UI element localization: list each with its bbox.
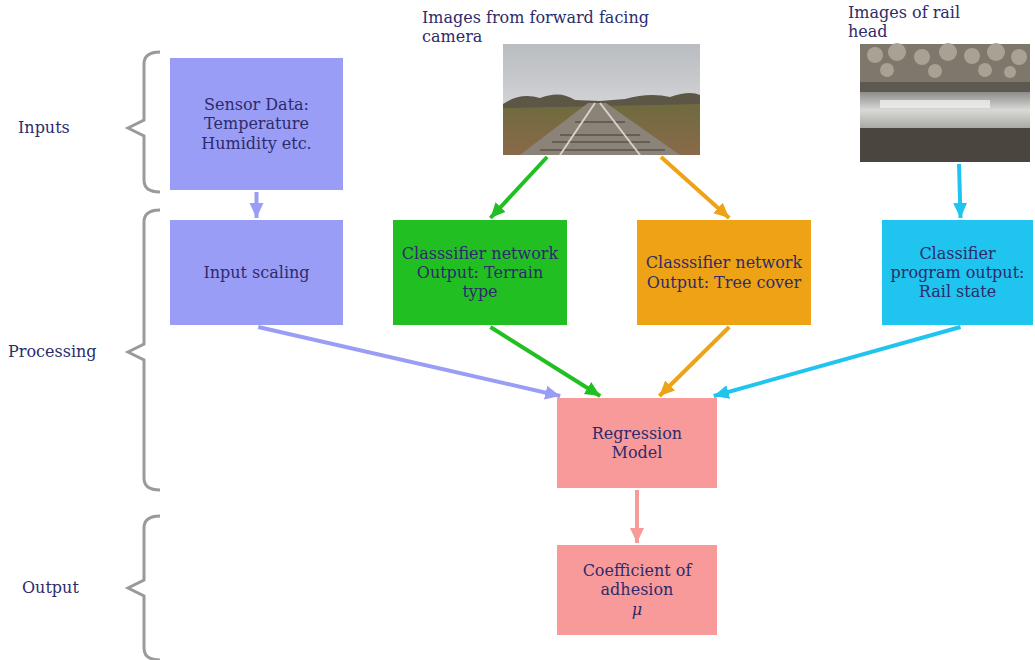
box-text: μ bbox=[632, 600, 642, 619]
flow-arrow bbox=[255, 192, 259, 218]
box-text: Input scaling bbox=[203, 263, 309, 282]
track-photo bbox=[503, 44, 700, 155]
camera-image: Images from forward facing camera bbox=[422, 8, 700, 155]
flow-arrow bbox=[659, 327, 729, 396]
classifier-box: Classifier program output: Rail state bbox=[882, 220, 1033, 325]
image-caption: Images of rail head bbox=[848, 3, 978, 41]
flow-arrow bbox=[635, 490, 639, 543]
box-text: Coefficient of adhesion bbox=[565, 561, 709, 599]
box-text: Classsifier network Output: Terrain type bbox=[401, 244, 559, 302]
flow-arrow bbox=[661, 157, 729, 218]
rail-head-photo bbox=[860, 43, 1030, 162]
flow-arrow bbox=[959, 164, 961, 218]
box-text: Sensor Data: Temperature Humidity etc. bbox=[178, 95, 335, 153]
section-label: Processing bbox=[8, 342, 97, 361]
scaling-box: Input scaling bbox=[170, 220, 343, 325]
classifier-box: Classsifier network Output: Tree cover bbox=[637, 220, 811, 325]
section-label: Output bbox=[22, 578, 79, 597]
section-bracket bbox=[128, 52, 160, 660]
rail-image: Images of rail head bbox=[848, 3, 1030, 162]
flow-arrow bbox=[490, 327, 600, 396]
section-label: Inputs bbox=[18, 118, 70, 137]
flow-arrow bbox=[490, 157, 547, 218]
output-box: Coefficient of adhesionμ bbox=[557, 545, 717, 635]
classifier-box: Classsifier network Output: Terrain type bbox=[393, 220, 567, 325]
sensor-box: Sensor Data: Temperature Humidity etc. bbox=[170, 58, 343, 190]
flow-arrow bbox=[258, 327, 560, 396]
box-text: Classifier program output: Rail state bbox=[890, 244, 1025, 302]
flow-arrow bbox=[714, 327, 961, 396]
image-caption: Images from forward facing camera bbox=[422, 8, 684, 46]
box-text: Regression Model bbox=[565, 424, 709, 462]
regression-box: Regression Model bbox=[557, 398, 717, 488]
box-text: Classsifier network Output: Tree cover bbox=[645, 253, 803, 291]
